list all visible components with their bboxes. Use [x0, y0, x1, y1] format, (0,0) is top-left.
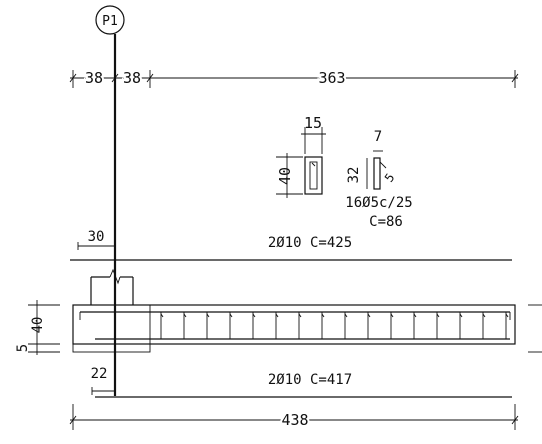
dim-span: 363: [318, 69, 345, 87]
stirrup-hook-mark: [160, 313, 164, 318]
section-stirrup: [309, 161, 318, 190]
left-dimension: 40 5: [15, 300, 60, 355]
anchor-top: 30: [88, 229, 105, 245]
bottom-anchorage-dim: 22: [91, 366, 115, 395]
column-label: P1: [102, 14, 118, 29]
stirrup-detail: 7 32 5 16Ø5c/25 C=86: [345, 129, 412, 230]
dim-column-left: 38: [85, 69, 103, 87]
stirrup-hook: 5: [382, 171, 398, 185]
stirrup-shape: [373, 157, 381, 190]
stirrup-hook-mark: [413, 313, 417, 318]
top-anchorage-dim: 30: [77, 229, 115, 250]
stirrup-spec: 16Ø5c/25: [345, 195, 412, 211]
dim-column-right: 38: [123, 69, 141, 87]
stirrup-hook-mark: [344, 313, 348, 318]
total-dimension-line: 438: [69, 404, 519, 431]
support-outline: [72, 304, 151, 353]
left-dim-5: 5: [15, 344, 31, 352]
stirrup-hook-mark: [183, 313, 187, 318]
beam-outline: [72, 304, 516, 345]
stirrup-hook-mark: [459, 313, 463, 318]
column-axis: P1: [95, 5, 125, 396]
stirrups-elevation: [160, 312, 509, 339]
column-label-bubble: [95, 5, 125, 35]
column-stub: [90, 268, 134, 305]
top-bar-label: 2Ø10 C=425: [268, 235, 352, 251]
stirrup-hook-mark: [321, 313, 325, 318]
anchor-bottom: 22: [91, 366, 108, 382]
bottom-bar-label: 2Ø10 C=417: [268, 372, 352, 388]
stirrup-width: 7: [374, 129, 382, 145]
stirrup-hook-mark: [206, 313, 210, 318]
section-width: 15: [304, 114, 322, 132]
stirrup-hook-mark: [229, 313, 233, 318]
beam-elevation: [72, 304, 542, 353]
left-dim-40: 40: [30, 317, 46, 334]
stirrup-hook-mark: [482, 313, 486, 318]
stirrup-hook-mark: [390, 313, 394, 318]
bottom-bar-group: 2Ø10 C=417: [95, 372, 512, 398]
section-outline: [304, 156, 323, 195]
total-length: 438: [281, 411, 308, 429]
top-dimension-line: 38 38 363: [69, 67, 519, 89]
stirrup-hook-mark: [436, 313, 440, 318]
section-height: 40: [276, 167, 294, 185]
stirrup-height: 32: [346, 167, 362, 184]
stirrup-hook-mark: [298, 313, 302, 318]
stirrup-hook-mark: [505, 313, 509, 318]
top-bar-group: 2Ø10 C=425: [70, 235, 512, 261]
stirrup-hook-mark: [275, 313, 279, 318]
stirrup-hook-mark: [252, 313, 256, 318]
beam-cross-section: 15 40: [276, 114, 326, 198]
stirrup-hook-mark: [367, 313, 371, 318]
stirrup-length: C=86: [369, 214, 403, 230]
